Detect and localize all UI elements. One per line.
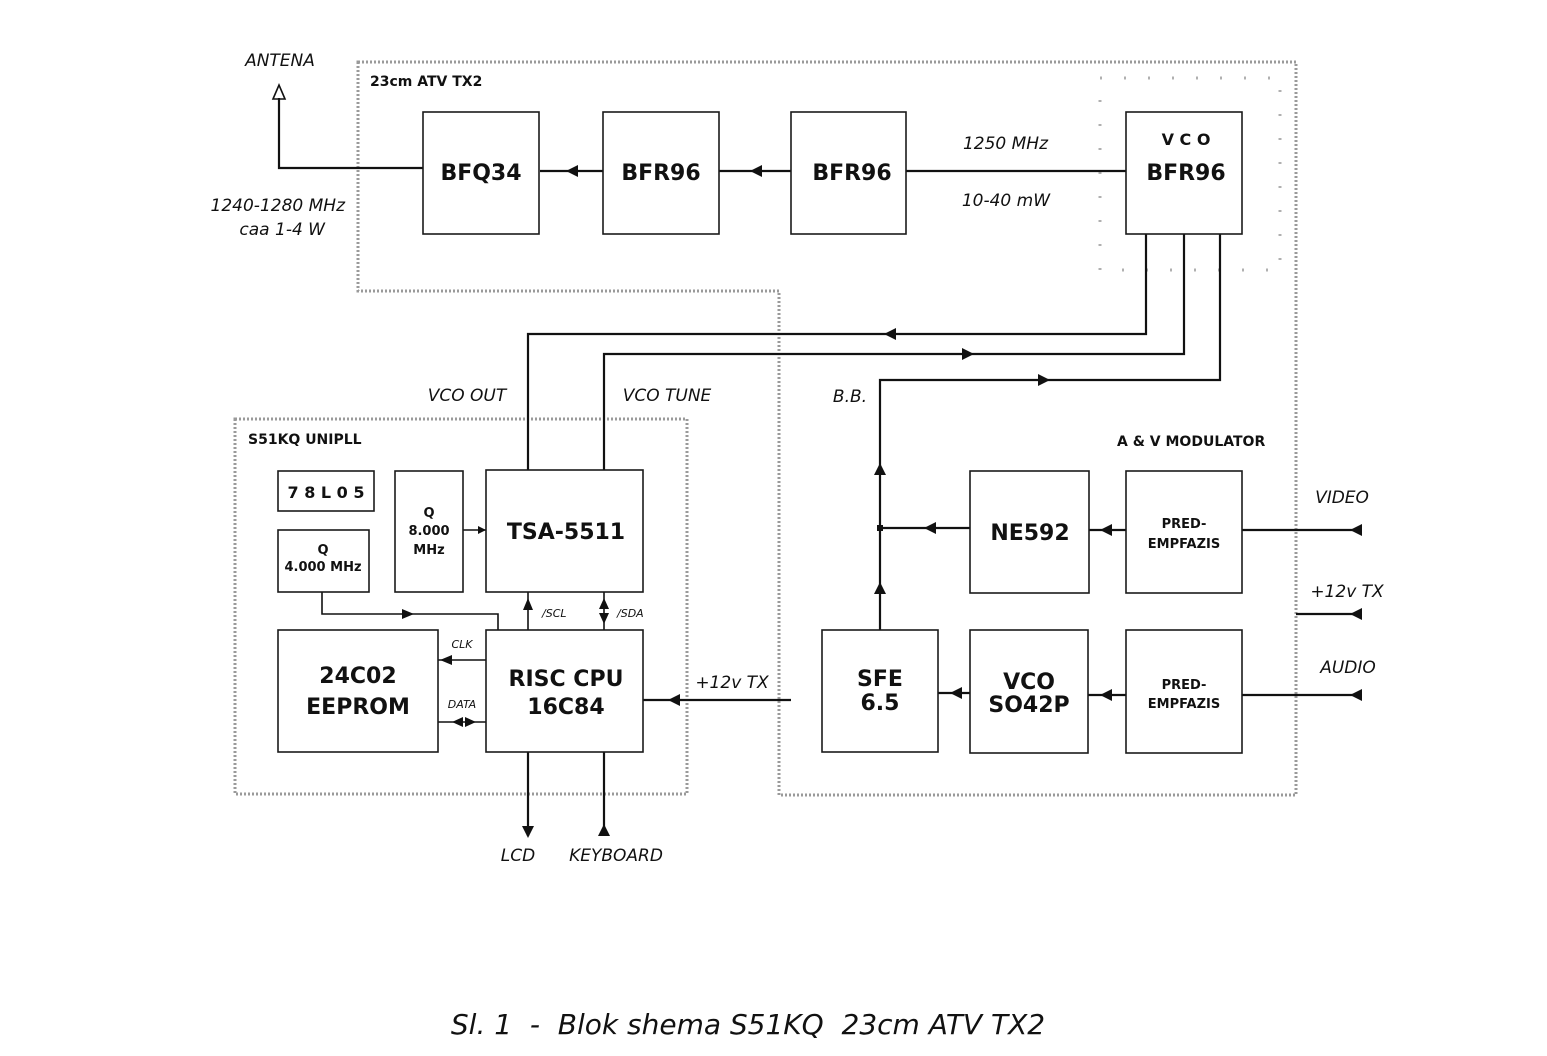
wire-vco-tune	[602, 234, 1186, 470]
label-bfr96-2: BFR96	[812, 161, 891, 186]
arrow-clk	[440, 655, 452, 665]
block-xtal-8mhz	[394, 470, 464, 593]
label-12v-cpu: +12v TX	[695, 673, 769, 693]
arrow-xtal8-to-tsa	[478, 526, 486, 534]
label-lcd: LCD	[501, 846, 535, 866]
group-unipll-label: S51KQ UNIPLL	[248, 432, 362, 448]
arrow-baseband-up-1	[874, 463, 886, 475]
arrow-to-vco2	[1100, 689, 1112, 701]
label-pred2-l1: PRED-	[1162, 678, 1207, 693]
arrow-vco-tune	[962, 348, 974, 360]
antenna-wire	[277, 98, 423, 170]
antenna-symbol	[271, 82, 287, 100]
label-78l05: 7 8 L 0 5	[287, 483, 364, 502]
label-bfq34: BFQ34	[440, 161, 521, 186]
label-bfr96-1: BFR96	[621, 161, 700, 186]
label-sda: /SDA	[616, 607, 644, 620]
label-sfe-l2: 6.5	[861, 691, 900, 716]
label-xtal8-l3: MHz	[413, 543, 444, 558]
block-bfr96-1	[602, 111, 720, 235]
label-data: DATA	[448, 698, 476, 711]
block-bfr96-2	[790, 111, 907, 235]
label-xtal4-l1: Q	[317, 543, 328, 558]
arrow-scl	[523, 598, 533, 610]
arrow-sda-down	[599, 613, 609, 624]
arrow-to-bfq34	[566, 165, 578, 177]
label-vco-frequency: 1250 MHz	[963, 134, 1049, 154]
figure-caption: Sl. 1 - Blok shema S51KQ 23cm ATV TX2	[451, 1008, 1045, 1041]
group-tx-outline	[356, 60, 1298, 797]
label-pred1-l1: PRED-	[1162, 517, 1207, 532]
block-vco	[1125, 111, 1243, 235]
arrow-vco-out	[884, 328, 896, 340]
block-ne592	[969, 470, 1090, 594]
wire-xtal4-to-cpu	[321, 592, 499, 630]
label-xtal4-l2: 4.000 MHz	[284, 560, 361, 575]
label-keyboard: KEYBOARD	[569, 846, 663, 866]
label-vco-out: VCO OUT	[428, 386, 508, 406]
label-xtal8-l2: 8.000	[408, 524, 449, 539]
label-video: VIDEO	[1315, 488, 1369, 508]
label-pred2-l2: EMPFAZIS	[1148, 697, 1220, 712]
arrow-to-sfe	[950, 687, 962, 699]
arrow-baseband	[1038, 374, 1050, 386]
label-pred1-l2: EMPFAZIS	[1148, 537, 1220, 552]
block-vco-so42p	[969, 629, 1089, 754]
label-eeprom-l2: EEPROM	[306, 695, 410, 720]
group-unipll-outline	[233, 417, 689, 796]
label-tsa5511: TSA-5511	[507, 520, 625, 545]
label-output-power: caa 1-4 W	[239, 220, 326, 240]
vco-shield-pattern	[1098, 76, 1282, 272]
block-predempfazis-video	[1125, 470, 1243, 594]
label-scl: /SCL	[541, 607, 567, 620]
block-78l05	[277, 470, 375, 512]
wire-vco-out	[526, 234, 1148, 470]
label-audio: AUDIO	[1319, 658, 1376, 678]
label-cpu-l1: RISC CPU	[509, 667, 624, 692]
label-vco-tune: VCO TUNE	[623, 386, 712, 406]
label-eeprom-l1: 24C02	[319, 664, 396, 689]
block-sfe	[821, 629, 939, 753]
arrow-baseband-up-2	[874, 582, 886, 594]
block-bfq34	[422, 111, 540, 235]
label-vco2-l1: VCO	[1003, 670, 1055, 695]
group-tx-label: 23cm ATV TX2	[370, 74, 482, 90]
block-predempfazis-audio	[1125, 629, 1243, 754]
block-xtal-4mhz	[277, 529, 370, 593]
arrow-from-ne592	[924, 522, 936, 534]
label-vco2-l2: SO42P	[988, 693, 1069, 718]
arrow-12v-in	[1350, 608, 1362, 620]
arrow-data-left	[452, 717, 463, 727]
label-ne592: NE592	[990, 521, 1069, 546]
arrow-video-in	[1350, 524, 1362, 536]
label-cpu-l2: 16C84	[527, 695, 604, 720]
label-sfe-l1: SFE	[857, 667, 903, 692]
arrow-12v-cpu	[668, 694, 680, 706]
label-12v-right: +12v TX	[1310, 582, 1384, 602]
block-cpu	[485, 629, 644, 753]
block-eeprom	[277, 629, 439, 753]
arrow-lcd	[522, 826, 534, 838]
label-vco-title: V C O	[1162, 130, 1211, 149]
arrow-keyboard	[598, 824, 610, 836]
label-baseband: B.B.	[833, 387, 867, 407]
arrow-audio-in	[1350, 689, 1362, 701]
arrow-to-ne592	[1100, 524, 1112, 536]
label-vco-power: 10-40 mW	[962, 191, 1051, 211]
label-output-frequency: 1240-1280 MHz	[211, 196, 347, 216]
block-tsa5511	[485, 469, 644, 593]
arrow-sda-up	[599, 598, 609, 609]
label-antena: ANTENA	[244, 51, 315, 71]
label-clk: CLK	[451, 638, 473, 651]
arrow-data-right	[465, 717, 476, 727]
group-modulator-label: A & V MODULATOR	[1117, 434, 1265, 450]
label-vco-part: BFR96	[1146, 161, 1225, 186]
label-xtal8-l1: Q	[423, 506, 434, 521]
arrow-to-bfr96-1	[750, 165, 762, 177]
arrow-xtal4-to-cpu	[402, 609, 414, 619]
